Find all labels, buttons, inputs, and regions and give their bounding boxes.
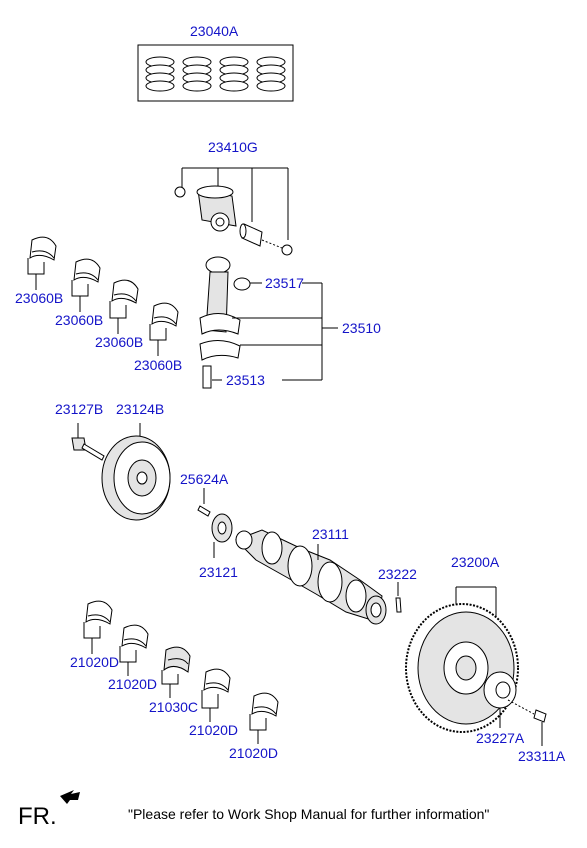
label-upper-bearing-1[interactable]: 23060B [15, 290, 64, 306]
label-flywheel[interactable]: 23200A [451, 554, 500, 570]
label-flywheel-bolt[interactable]: 23311A [518, 748, 566, 764]
piston-ring-set-icon[interactable] [137, 44, 294, 102]
main-bearing-4-icon[interactable] [203, 668, 231, 693]
label-main-bearing-5[interactable]: 21020D [229, 745, 279, 761]
label-upper-bearing-3[interactable]: 23060B [95, 334, 144, 350]
label-damper-pulley[interactable]: 23124B [116, 401, 165, 417]
piston-leader-lines [181, 167, 289, 240]
label-key[interactable]: 25624A [180, 471, 229, 487]
label-pulley-bolt[interactable]: 23127B [55, 401, 104, 417]
main-bearing-2-icon[interactable] [121, 624, 149, 649]
sprocket-icon[interactable] [211, 513, 233, 558]
label-upper-bearing-4[interactable]: 23060B [134, 357, 183, 373]
front-direction-label: FR. [18, 803, 57, 830]
crankshaft-icon[interactable] [235, 529, 387, 625]
workshop-manual-note: "Please refer to Work Shop Manual for fu… [128, 806, 490, 822]
piston-icon[interactable] [174, 185, 293, 256]
flywheel-icon[interactable] [405, 603, 519, 733]
label-conrod[interactable]: 23510 [342, 320, 381, 336]
upper-bearing-4-icon[interactable] [151, 302, 179, 327]
upper-bearing-3-icon[interactable] [111, 279, 139, 304]
key-icon[interactable] [197, 488, 211, 517]
main-bearing-5-icon[interactable] [251, 692, 279, 717]
label-main-bearing-4[interactable]: 21020D [189, 722, 239, 738]
front-arrow-icon [60, 790, 80, 804]
connecting-rod-icon[interactable] [199, 256, 251, 389]
upper-bearing-2-icon[interactable] [73, 258, 101, 283]
label-piston[interactable]: 23410G [208, 139, 258, 155]
conrod-leader-lines [212, 282, 338, 381]
damper-pulley-icon[interactable] [101, 423, 171, 521]
flywheel-bolt-icon[interactable] [507, 699, 547, 746]
label-sprocket[interactable]: 23121 [199, 564, 238, 580]
label-main-bearing-2[interactable]: 21020D [108, 676, 158, 692]
label-conrod-bolt[interactable]: 23513 [226, 372, 265, 388]
main-bearing-leaders [83, 622, 267, 744]
pulley-bolt-icon[interactable] [71, 423, 105, 461]
label-pin[interactable]: 23222 [378, 566, 417, 582]
upper-bearing-leaders [27, 258, 167, 356]
label-main-bearing-1[interactable]: 21020D [70, 654, 120, 670]
pin-icon[interactable] [395, 582, 402, 613]
label-bush[interactable]: 23517 [265, 275, 304, 291]
thrust-bearing-icon[interactable] [163, 646, 191, 673]
main-bearing-1-icon[interactable] [85, 600, 113, 625]
label-thrust-bearing[interactable]: 21030C [149, 699, 199, 715]
label-upper-bearing-2[interactable]: 23060B [55, 312, 104, 328]
plate-icon[interactable] [483, 671, 517, 728]
upper-bearing-1-icon[interactable] [29, 236, 57, 261]
label-plate[interactable]: 23227A [476, 730, 525, 746]
label-rings-set[interactable]: 23040A [190, 23, 239, 39]
label-crankshaft[interactable]: 23111 [312, 526, 349, 542]
